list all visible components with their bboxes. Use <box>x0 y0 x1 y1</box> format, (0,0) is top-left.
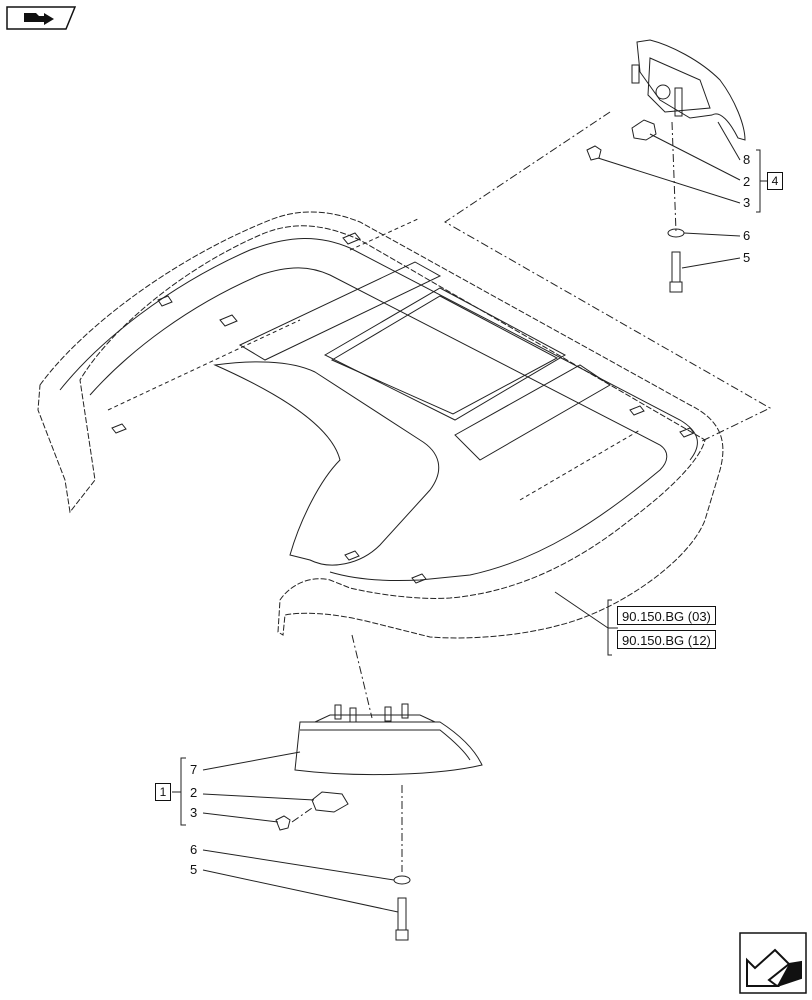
callout-lamp: 8 <box>743 152 750 167</box>
group-box-bottom: 1 <box>155 783 171 801</box>
bottom-lamp-assembly <box>172 634 483 941</box>
callout-screw: 5 <box>190 862 197 877</box>
callout-lamp: 7 <box>190 762 197 777</box>
top-lamp-assembly <box>444 39 772 443</box>
bottom-callouts: 7 2 3 6 5 <box>190 762 197 877</box>
roof-panel <box>37 211 724 639</box>
callout-cap: 3 <box>190 805 197 820</box>
top-callouts: 8 2 3 6 5 <box>743 152 750 265</box>
callout-screw: 5 <box>743 250 750 265</box>
previous-page-icon[interactable] <box>6 6 77 30</box>
next-page-icon[interactable] <box>739 932 807 994</box>
callout-washer: 6 <box>743 228 750 243</box>
reference-bracket <box>607 599 612 656</box>
callout-bulb: 2 <box>743 174 750 189</box>
group-box-top: 4 <box>767 172 783 190</box>
callout-washer: 6 <box>190 842 197 857</box>
reference-link[interactable]: 90.150.BG (03) <box>617 606 716 625</box>
callout-bulb: 2 <box>190 785 197 800</box>
callout-cap: 3 <box>743 195 750 210</box>
reference-link[interactable]: 90.150.BG (12) <box>617 630 716 649</box>
